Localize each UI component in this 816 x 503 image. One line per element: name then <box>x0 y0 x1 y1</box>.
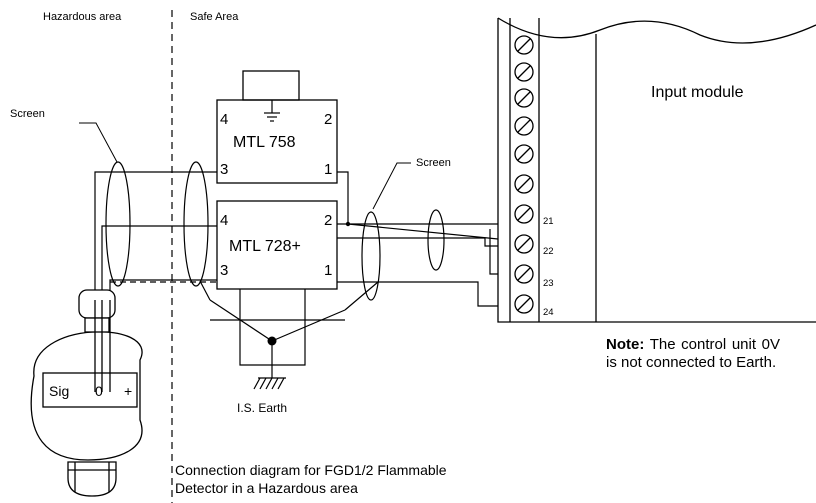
terminal-screw-slot <box>517 65 531 79</box>
mtl728-pin-3: 3 <box>220 262 228 279</box>
terminal-screw-slot <box>517 38 531 52</box>
caption-line-1: Connection diagram for FGD1/2 Flammable <box>175 462 447 478</box>
terminal-screw-slot <box>517 91 531 105</box>
screen-leader-right <box>372 162 411 210</box>
mtl728-pin-4: 4 <box>220 212 228 229</box>
input-module-title: Input module <box>651 84 744 101</box>
safe-area-label: Safe Area <box>190 11 239 23</box>
mtl758-pin-4: 4 <box>220 111 228 128</box>
junction-dot <box>345 221 351 227</box>
mtl758-pin-3: 3 <box>220 161 228 178</box>
mtl758-name: MTL 758 <box>233 134 296 151</box>
terminal-screw-slot <box>517 267 531 281</box>
diagram-caption: Connection diagram for FGD1/2 Flammable … <box>175 461 447 497</box>
is-earth-label: I.S. Earth <box>237 401 287 415</box>
mtl728-pin-2: 2 <box>324 212 332 229</box>
terminal-21-label: 21 <box>543 216 554 227</box>
detector-terminal-0v: 0 <box>95 383 103 399</box>
screen-label-left: Screen <box>10 108 45 120</box>
detector <box>30 289 143 497</box>
wiring <box>94 171 499 390</box>
input-module <box>497 17 816 323</box>
terminal-23-label: 23 <box>543 278 554 289</box>
screen-label-right: Screen <box>416 157 451 169</box>
detector-terminal-plus: + <box>124 383 132 399</box>
terminal-22-label: 22 <box>543 246 554 257</box>
barrier-mtl758-link <box>242 70 300 101</box>
mtl758-pin-1: 1 <box>324 161 332 178</box>
note-heading: Note: <box>606 336 645 353</box>
terminal-24-label: 24 <box>543 307 554 318</box>
note-text: The control unit 0V is not connected to … <box>606 336 780 371</box>
mtl758-pin-2: 2 <box>324 111 332 128</box>
caption-line-2: Detector in a Hazardous area <box>175 480 358 496</box>
cable-screens <box>105 161 445 301</box>
note: Note: The control unit 0V is not connect… <box>606 336 780 372</box>
terminal-screw-slot <box>517 297 531 311</box>
terminal-screw-slot <box>517 119 531 133</box>
detector-terminal-sig: Sig <box>49 383 69 399</box>
barrier-mtl728 <box>216 200 338 290</box>
mtl728-name: MTL 728+ <box>229 238 301 255</box>
mtl728-pin-1: 1 <box>324 262 332 279</box>
terminal-screw-slot <box>517 207 531 221</box>
terminal-screw-slot <box>517 237 531 251</box>
terminal-screw-slot <box>517 147 531 161</box>
screen-leader-left <box>79 122 118 163</box>
ground-symbol-icon <box>264 100 280 122</box>
terminal-screw-slot <box>517 177 531 191</box>
earth-junction-dot <box>267 336 277 346</box>
hazardous-area-label: Hazardous area <box>43 11 122 23</box>
